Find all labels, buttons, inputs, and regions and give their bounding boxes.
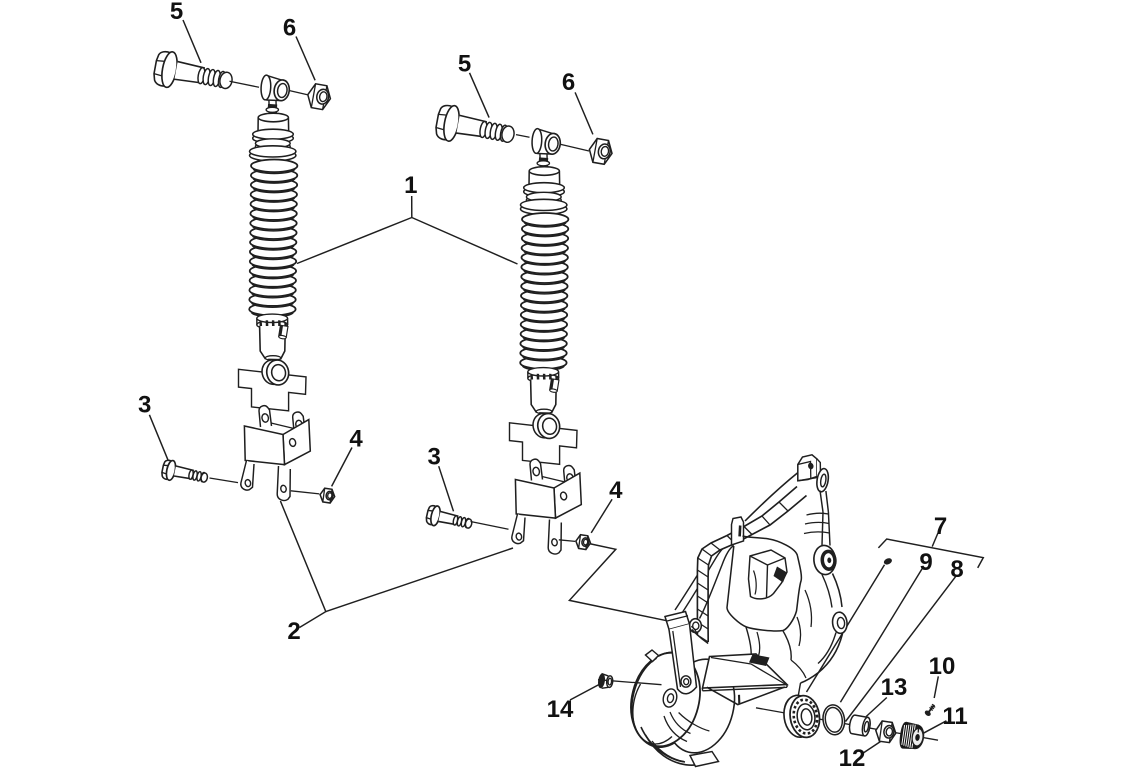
svg-text:12: 12	[839, 745, 866, 768]
svg-text:7: 7	[934, 513, 947, 540]
svg-text:6: 6	[283, 15, 296, 42]
svg-text:9: 9	[919, 549, 932, 576]
svg-text:1: 1	[404, 172, 417, 199]
svg-text:14: 14	[547, 696, 574, 723]
svg-text:4: 4	[609, 477, 623, 504]
svg-text:11: 11	[942, 703, 967, 730]
svg-text:3: 3	[428, 444, 441, 471]
svg-text:6: 6	[562, 69, 575, 96]
svg-text:3: 3	[138, 392, 151, 419]
svg-text:4: 4	[349, 425, 363, 452]
svg-text:2: 2	[287, 618, 300, 645]
svg-text:5: 5	[170, 0, 183, 25]
svg-text:13: 13	[881, 674, 908, 701]
svg-text:5: 5	[458, 51, 471, 78]
svg-text:10: 10	[929, 653, 956, 680]
svg-text:8: 8	[950, 556, 963, 583]
